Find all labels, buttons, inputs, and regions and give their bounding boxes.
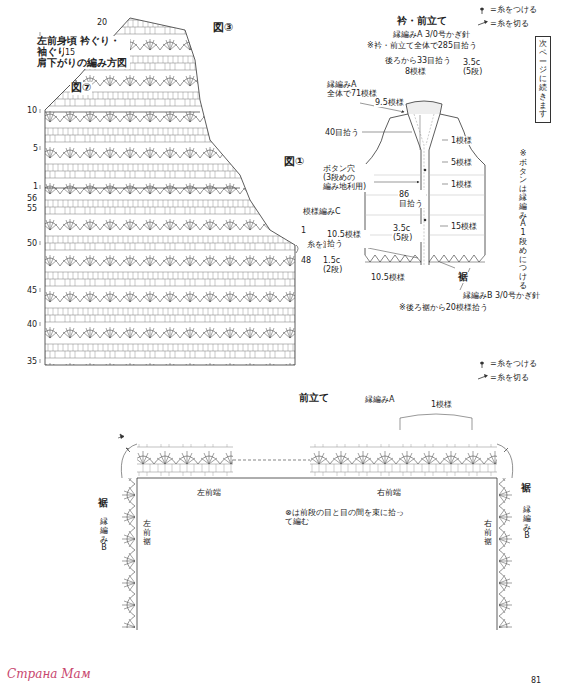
dimension: 3.5c (5段) [392, 224, 422, 242]
watermark: Страна Мам [6, 668, 92, 682]
dimension: 1.5c (2段) [322, 256, 352, 274]
vertical-label: 縁編みB [522, 506, 532, 541]
vertical-label: 縁編みB [99, 518, 109, 553]
legend-text: =糸を切る [489, 19, 530, 28]
note: 縁編みA [364, 395, 395, 404]
dimension: 86 目拾う [398, 190, 426, 208]
row-number: 5 [32, 144, 39, 153]
note: 後ろから33目拾う [384, 56, 452, 65]
part-name: 裾 [97, 498, 109, 509]
page-number: 81 [530, 676, 542, 685]
edge-name: 左前端 [196, 488, 222, 497]
part-name: 裾 [457, 272, 469, 283]
vertical-label: 左前裾 [142, 520, 152, 546]
pattern-note: 模様編みC [302, 207, 342, 216]
dimension: 40目拾う [324, 128, 360, 137]
dimension: 10.5模様 拾う [326, 230, 370, 248]
legend-text: =糸をつける [489, 5, 538, 14]
row-number: 50 [26, 239, 38, 248]
section-title: 前立て [298, 393, 330, 404]
dimension: 5模様 [450, 158, 473, 167]
note: ※後ろ裾から20模様拾う [398, 303, 489, 312]
part-name: 裾 [520, 483, 532, 494]
note: 縁編みA 全体で71模様 [326, 80, 384, 98]
dimension: 1模様 [430, 400, 453, 409]
row-number: 45 [26, 286, 38, 295]
dimension: 3.5c (5段) [462, 58, 492, 76]
row-number: 1 [300, 226, 307, 235]
chart-title: 左前身頃 衿ぐり・袖ぐり 肩下がりの編み方図 [36, 36, 130, 69]
dimension: 15模様 [450, 222, 478, 231]
legend-text: =糸を切る [489, 373, 530, 382]
dimension: 1模様 [450, 180, 473, 189]
row-number: 20 [96, 18, 108, 27]
note: ⊗は前段の目と目の間を束に拾って編む [284, 508, 406, 526]
vertical-note: 次ページに続きます [538, 40, 548, 119]
row-number: 40 [26, 320, 38, 329]
row-number: 1 [32, 182, 39, 191]
vertical-note: ※ボタンは縁編みA1段めにつける [518, 150, 528, 291]
row-number: 55 [26, 204, 38, 213]
row-number: 10 [26, 106, 38, 115]
note: 縁編みA 3/0号かぎ針 [392, 30, 471, 39]
row-number: 35 [26, 357, 38, 366]
legend-text: =糸をつける [489, 359, 538, 368]
row-number: 48 [300, 256, 312, 265]
note: 縁編みB 3/0号かぎ針 [462, 291, 541, 300]
section-title: 衿・前立て [396, 16, 448, 27]
dimension: 8模様 [404, 67, 427, 76]
dimension: 9.5模様 [374, 98, 405, 107]
note: ボタン穴 (3段めの 編み地利用) [322, 164, 374, 192]
continued-box: 次ページに続きます [535, 36, 551, 123]
row-number: 56 [26, 194, 38, 203]
dimension: 1模様 [450, 136, 473, 145]
vertical-label: 右前裾 [483, 520, 493, 546]
row-number: 15 [64, 48, 76, 57]
figure-ref: 図③ [212, 22, 234, 35]
dimension: 10.5模様 [370, 273, 406, 282]
edge-name: 右前端 [376, 488, 402, 497]
note: ※衿・前立て全体で285目拾う [366, 41, 478, 50]
figure-ref: 図① [283, 156, 305, 169]
figure-ref: 図⑦ [70, 82, 92, 95]
